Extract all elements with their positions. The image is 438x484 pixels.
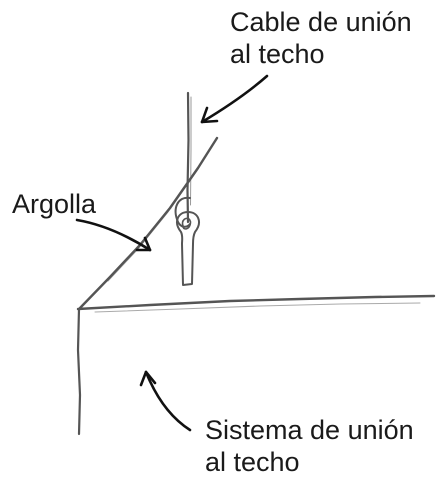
diagonal-support-line-shadow <box>107 142 215 282</box>
ring-shape <box>176 211 200 286</box>
box-top-edge <box>76 294 436 311</box>
ceiling-cable <box>186 91 190 224</box>
box-top-edge-shadow <box>94 302 421 313</box>
sistema-label-line-1: Sistema de unión <box>205 415 414 445</box>
sistema-arrow-head <box>139 370 157 387</box>
cable-arrow <box>200 74 269 124</box>
cable-label-line-1: Cable de unión <box>230 7 412 37</box>
cable-arrow-head <box>200 106 219 124</box>
cable-label-line-2: al techo <box>230 39 325 69</box>
argolla-label: Argolla <box>12 189 97 219</box>
sistema-label-line-2: al techo <box>205 447 300 477</box>
argolla-arrow-head <box>135 236 152 252</box>
ring-hook <box>174 196 191 228</box>
diagonal-support-line <box>78 136 219 310</box>
argolla-arrow <box>75 218 152 252</box>
sistema-label: Sistema de unión al techo <box>205 414 414 478</box>
box-left-edge <box>76 307 82 436</box>
cable-label: Cable de unión al techo <box>230 6 412 70</box>
sistema-arrow <box>144 370 192 432</box>
ring-hole <box>181 217 192 230</box>
ceiling-cable-shadow <box>190 96 192 206</box>
